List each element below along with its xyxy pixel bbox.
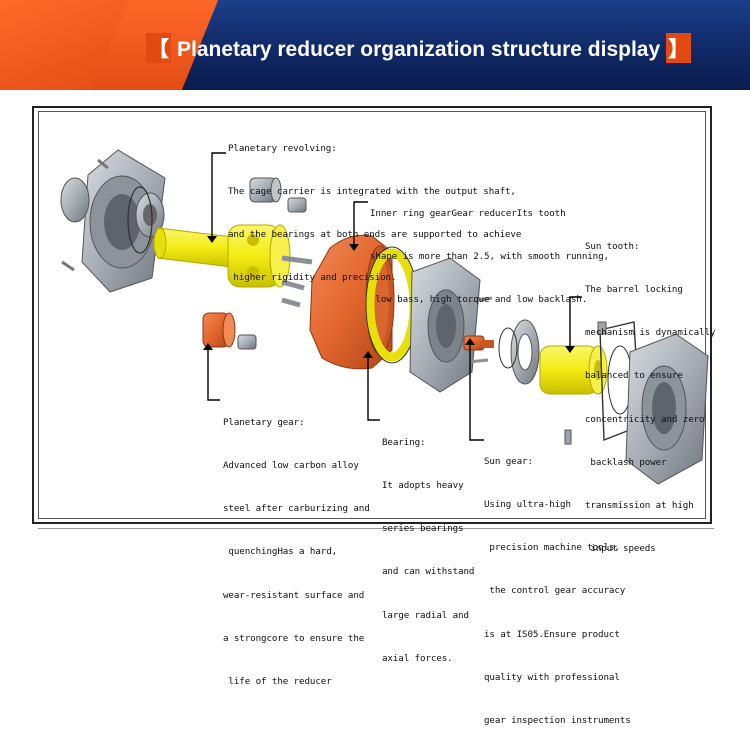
callout-line: and can withstand — [382, 566, 475, 578]
callout-line: Inner ring gearGear reducerIts tooth — [370, 207, 566, 219]
title-text: Planetary reducer organization structure… — [177, 38, 661, 61]
callout-line: series bearings — [382, 523, 464, 535]
leader-planetary-gear — [207, 350, 220, 401]
callout-line: steel after carburizing and — [223, 503, 370, 515]
callout-inner-ring-gear: Inner ring gearGear reducerIts tooth sha… — [370, 178, 609, 322]
arrow-inner-ring-gear — [349, 244, 359, 251]
callout-line: axial forces. — [382, 652, 453, 664]
input-bearing — [498, 319, 540, 385]
callout-line: the control gear accuracy — [484, 585, 626, 597]
motor-adapter — [625, 333, 709, 485]
planet-gear-upper — [249, 177, 307, 213]
callout-line: Sun tooth: — [585, 240, 640, 252]
leader-sun-tooth — [569, 296, 582, 346]
callout-line: Planetary gear: — [223, 416, 305, 428]
callout-sun-gear: Sun gear: Using ultra-high precision mac… — [484, 426, 631, 743]
arrow-planetary-revolving — [207, 236, 217, 243]
callout-line: gear inspection instruments — [484, 715, 631, 727]
callout-line: Planetary revolving: — [228, 142, 337, 154]
callout-line: shape is more than 2.5, with smooth runn… — [370, 251, 609, 263]
snap-ring-left — [127, 186, 153, 254]
exploded-view-diagram — [60, 149, 709, 485]
callout-planetary-gear: Planetary gear: Advanced low carbon allo… — [223, 387, 370, 704]
planet-gear-orange — [202, 312, 257, 350]
callout-line: The cage carrier is integrated with the … — [228, 186, 516, 198]
callout-line: wear-resistant surface and — [223, 589, 365, 601]
callout-line: transmission at high — [585, 500, 694, 512]
callout-line: a strongcore to ensure the — [223, 632, 365, 644]
header-banner: 【 Planetary reducer organization structur… — [0, 0, 750, 90]
leader-arrowheads — [203, 236, 575, 358]
callout-line: low bass, high torque and low backlash. — [370, 294, 588, 306]
arrow-planetary-gear — [203, 343, 213, 350]
callout-bearing: Bearing: It adopts heavy series bearings… — [382, 407, 474, 681]
callout-line: Advanced low carbon alloy — [223, 460, 359, 472]
leader-sun-gear — [469, 345, 484, 441]
callout-line: mechanism is dynamically — [585, 327, 716, 339]
leader-lines — [207, 152, 582, 441]
callout-line: The barrel locking — [585, 284, 683, 296]
page-title: 【 Planetary reducer organization structur… — [140, 33, 697, 63]
arrow-bearing — [363, 351, 373, 358]
diagram-frame-outer — [32, 106, 712, 524]
callout-line: and the bearings at both ends are suppor… — [228, 229, 522, 241]
screws — [564, 321, 607, 445]
callout-planetary-revolving: Planetary revolving: The cage carrier is… — [228, 113, 521, 300]
callout-line: higher rigidity and precision. — [228, 272, 397, 284]
callout-line: life of the reducer — [223, 676, 332, 688]
leader-planetary-revolving — [211, 152, 226, 236]
arrow-sun-gear — [465, 338, 475, 345]
callout-line: backlash power — [585, 456, 667, 468]
callout-line: It adopts heavy — [382, 480, 464, 492]
callout-line: Using ultra-high — [484, 499, 571, 511]
callout-line: quenchingHas a hard, — [223, 546, 338, 558]
leader-bearing — [367, 358, 380, 421]
callout-line: large radial and — [382, 609, 469, 621]
callout-line: concentricity and zero — [585, 413, 705, 425]
output-flange — [60, 149, 166, 293]
leader-inner-ring-gear — [353, 201, 368, 244]
title-bracket-left: 【 — [146, 33, 171, 63]
title-bracket-right: 】 — [666, 33, 692, 63]
output-shaft-carrier — [153, 224, 313, 308]
diagram-frame-inner — [38, 111, 706, 519]
arrow-sun-tooth — [565, 346, 575, 353]
input-flange-plate — [409, 257, 493, 393]
callout-line: input speeds — [585, 543, 656, 555]
callout-line: balanced to ensure — [585, 370, 683, 382]
callout-line: is at IS05.Ensure product — [484, 628, 620, 640]
callout-sun-tooth: Sun tooth: The barrel locking mechanism … — [585, 211, 715, 571]
bottom-divider — [38, 528, 714, 529]
callout-line: Sun gear: — [484, 455, 533, 467]
callout-line: quality with professional — [484, 671, 620, 683]
callout-line: precision machine tools, — [484, 542, 620, 554]
callout-line: Bearing: — [382, 436, 426, 448]
